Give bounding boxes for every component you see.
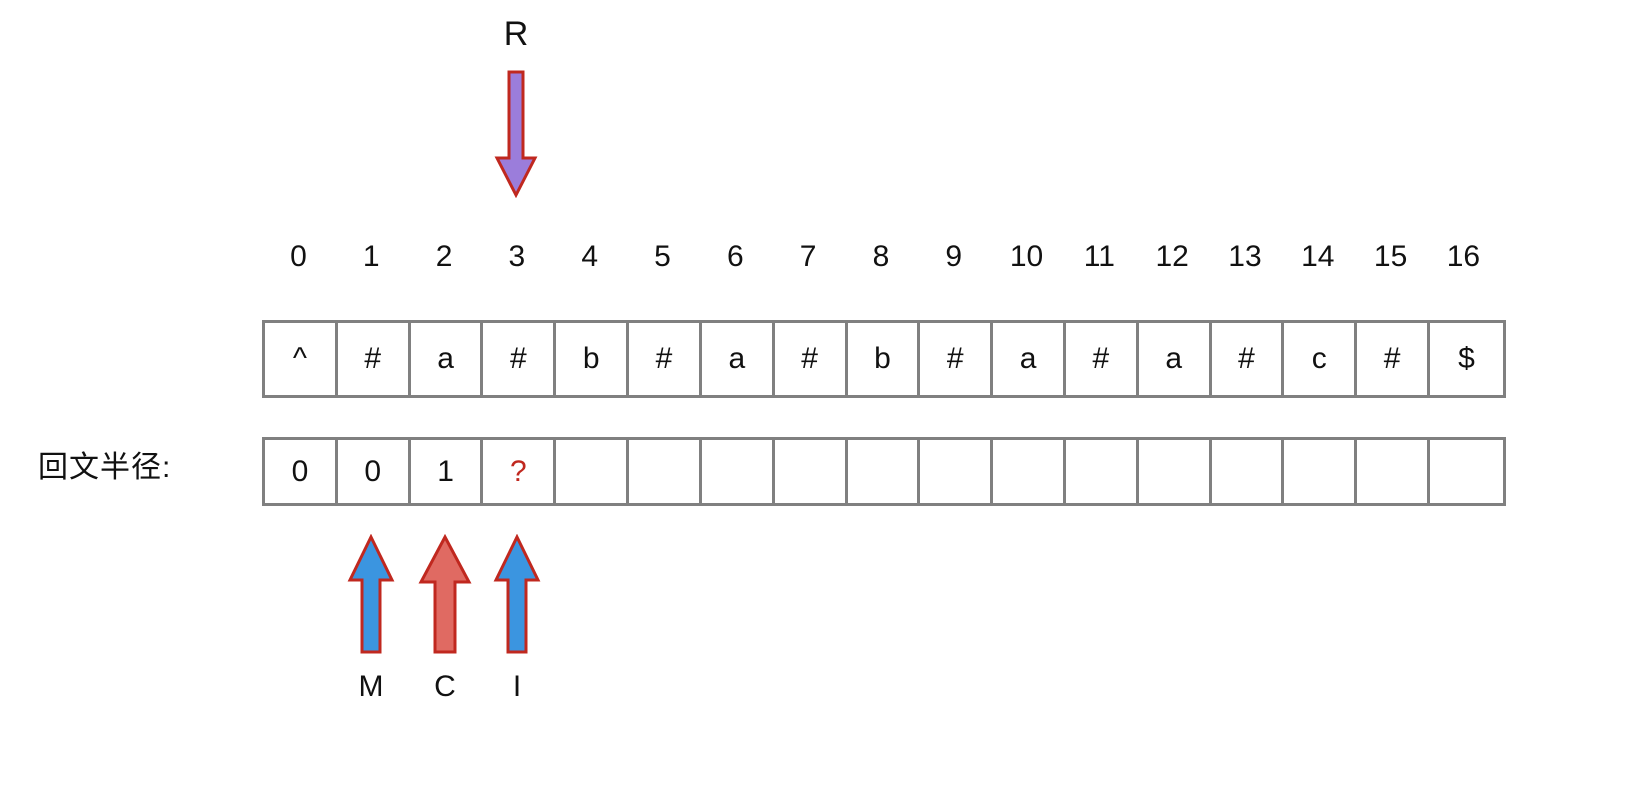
pointer-m-label: M	[358, 670, 384, 703]
transformed-string-grid: ^ # a # b # a # b # a # a # c # $	[262, 320, 1506, 398]
char-cell: #	[774, 323, 848, 395]
index-label: 2	[435, 240, 453, 273]
pointer-i-group: I	[482, 533, 552, 705]
radius-cell	[1357, 440, 1430, 503]
index-ruler: 0 1 2 3 4 5 6 7 8 9 10 11 12 13 14 15 16	[262, 238, 1500, 276]
char-cell: #	[1211, 323, 1285, 395]
pointer-c-group: C	[410, 533, 480, 705]
char-cell: $	[1430, 323, 1503, 395]
radius-cell: 1	[410, 440, 484, 503]
index-label: 3	[508, 240, 526, 273]
char-cell: a	[993, 323, 1066, 395]
index-label: 1	[362, 240, 380, 273]
index-label: 12	[1155, 240, 1189, 273]
c-up-arrow-icon	[418, 533, 472, 654]
palindrome-radius-grid: 0 0 1 ?	[262, 437, 1506, 506]
radius-cell	[1284, 440, 1358, 503]
radius-cell	[1065, 440, 1139, 503]
m-up-arrow-icon	[347, 533, 395, 654]
index-label: 7	[799, 240, 817, 273]
radius-cell	[701, 440, 775, 503]
index-label: 15	[1373, 240, 1408, 273]
index-label: 11	[1083, 240, 1115, 273]
char-cell: #	[1357, 323, 1430, 395]
radius-cell	[993, 440, 1066, 503]
index-label: 10	[1009, 240, 1044, 273]
index-label: 6	[726, 240, 744, 273]
pointer-c-label: C	[434, 670, 456, 703]
radius-cell	[1211, 440, 1285, 503]
char-cell: ^	[265, 323, 338, 395]
char-cell: #	[629, 323, 702, 395]
char-cell: a	[701, 323, 775, 395]
radius-cell	[556, 440, 630, 503]
pointer-m-group: M	[336, 533, 406, 705]
radius-cell	[774, 440, 848, 503]
index-label: 9	[945, 240, 963, 273]
radius-row-label: 回文半径:	[38, 451, 172, 484]
char-cell: c	[1284, 323, 1358, 395]
index-label: 0	[290, 240, 307, 273]
radius-cell-unknown: ?	[483, 440, 557, 503]
char-cell: b	[847, 323, 921, 395]
char-cell: a	[1138, 323, 1212, 395]
char-cell: #	[337, 323, 411, 395]
char-cell: b	[556, 323, 630, 395]
radius-cell	[920, 440, 994, 503]
pointer-i-label: I	[512, 670, 522, 703]
radius-cell	[629, 440, 702, 503]
r-pointer-group: R	[466, 12, 566, 198]
radius-cell	[1430, 440, 1503, 503]
radius-cell	[847, 440, 921, 503]
r-down-arrow-icon	[466, 70, 566, 198]
radius-cell	[1138, 440, 1212, 503]
char-cell: a	[410, 323, 484, 395]
index-label: 5	[654, 240, 671, 273]
char-cell: #	[920, 323, 994, 395]
index-label: 13	[1228, 240, 1262, 273]
char-cell: #	[483, 323, 557, 395]
radius-cell: 0	[265, 440, 338, 503]
index-label: 4	[581, 240, 598, 273]
index-label: 8	[872, 240, 890, 273]
i-up-arrow-icon	[493, 533, 541, 654]
r-pointer-label: R	[503, 15, 529, 53]
char-cell: #	[1065, 323, 1139, 395]
index-label: 14	[1301, 240, 1335, 273]
radius-cell: 0	[337, 440, 411, 503]
index-label: 16	[1446, 240, 1481, 273]
